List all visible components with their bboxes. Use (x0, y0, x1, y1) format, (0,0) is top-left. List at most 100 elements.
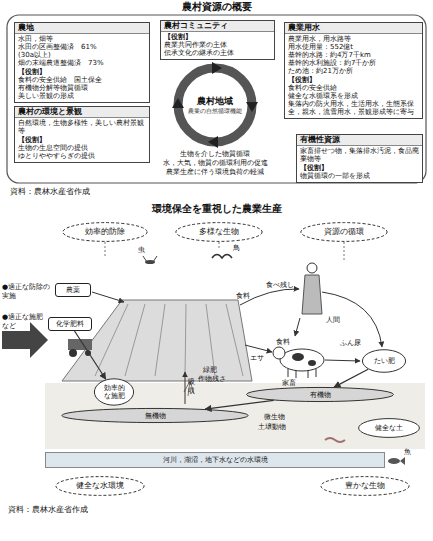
oval-shape (62, 408, 248, 422)
bird (212, 255, 232, 259)
oval-node: 資源の循環 (300, 222, 388, 242)
text-label: 家畜 (282, 379, 306, 388)
node-body: 【役割】 (164, 33, 271, 41)
node-heading: 資源の循環 (324, 228, 364, 236)
oval-node: 有機物 (245, 387, 395, 402)
node-body: 食料の安全供給 (288, 84, 419, 92)
node-body: 家畜排せつ物，集落排水汚泥，食品廃棄物等 (300, 147, 419, 163)
absorb-arrow (185, 372, 186, 404)
node-text: 有機性資源家畜排せつ物，集落排水汚泥，食品廃棄物等【役割】物質循環の一部を形成 (300, 135, 419, 180)
text-label: ●適正な防除の実施 (2, 283, 54, 301)
node-heading: 豊かな生物 (345, 482, 385, 490)
oval-shape (301, 223, 387, 242)
node-body: 水田の区画整備済 61% (18, 43, 146, 51)
tractor-wheel (69, 349, 77, 357)
info-box: 農地水田，畑等水田の区画整備済 61%(30a以上)畑の末端農道整備済 73%【… (14, 22, 150, 103)
info-box: 農村コミュニティ【役割】農業共同作業の主体伝承文化の継承の主体 (160, 20, 275, 60)
oval-node: 効率的な施肥 (94, 378, 134, 406)
node-text: 有機物 (310, 391, 331, 399)
node-body: 自然環境，生物多様性，美しい農村景観等 (18, 119, 146, 135)
node-text: 農村の環境と景観自然環境，生物多様性，美しい農村景観等【役割】生物の生息空間の提… (18, 107, 146, 160)
oval-shape (362, 350, 405, 373)
text-label: 水，大気，物質の循環利用の促進 (140, 159, 290, 168)
input-box: 化学肥料 (48, 317, 92, 331)
insect-wings (143, 256, 157, 262)
text-label: エサ (250, 354, 270, 363)
node-text: 資源の循環 (324, 228, 364, 236)
node-heading: 農業用水 (285, 23, 422, 34)
node-heading: 健全な土 (375, 424, 403, 432)
node-body: 農業の自然循環機能 (186, 107, 244, 114)
node-text: たい肥 (374, 357, 395, 365)
leftover-arrow (322, 292, 382, 347)
node-body: 水田，畑等 (18, 35, 146, 43)
diagram-title: 農村資源の概要 (100, 1, 333, 13)
node-text: 農村コミュニティ【役割】農業共同作業の主体伝承文化の継承の主体 (164, 21, 271, 57)
oval-shape (321, 477, 409, 496)
node-body: 集落内の防火用水，生活用水，生態系保全，親水，流雪用水，景観形成等に寄与 (288, 100, 419, 116)
node-heading: 農村コミュニティ (161, 21, 274, 32)
connector (75, 331, 106, 379)
oval-shape (56, 477, 144, 496)
tractor-body (68, 339, 92, 350)
node-body: 生物の生息空間の提供 (18, 144, 146, 152)
fish (388, 458, 400, 464)
guide-lines (105, 242, 344, 262)
oval-node: 無機物 (60, 408, 250, 423)
person-head (307, 263, 317, 273)
source-caption: 資料：農林水産省作成 (10, 187, 150, 197)
text-label: 緑肥 (203, 366, 223, 375)
node-heading: 有機物 (310, 391, 331, 399)
node-text: 農薬 (66, 286, 80, 294)
node-body: 【役割】 (18, 68, 146, 76)
node-body: 有機物分解等物質循環 (18, 84, 146, 92)
node-heading: 有機性資源 (297, 135, 422, 146)
oval-node: たい肥 (362, 349, 406, 373)
text-label: 土壌動物 (258, 423, 292, 432)
node-text: 効率的な施肥 (103, 384, 125, 400)
node-heading: 農村地域 (186, 96, 244, 107)
node-body: 農業用水，用水路等 (288, 35, 419, 43)
node-body: 美しい景観の形成 (18, 92, 146, 100)
text-label: 資料：農林水産省作成 (8, 505, 148, 515)
node-heading: 化学肥料 (56, 320, 84, 328)
node-text: 効率的防除 (85, 228, 125, 236)
oval-shape (247, 387, 394, 401)
field (62, 300, 252, 381)
node-text: 農村地域農業の自然循環機能 (186, 96, 244, 114)
oval-shape (359, 419, 420, 438)
tractor-wheel (85, 350, 91, 356)
node-heading: 多様な生物 (199, 228, 239, 236)
node-heading: 農村の環境と景観 (15, 107, 149, 118)
node-text: 健全な水環境 (76, 482, 124, 490)
node-text: 豊かな生物 (345, 482, 385, 490)
node-text: 農業用水農業用水，用水路等用水使用量：552億t基幹的水路：約4万7千km基幹的… (288, 23, 419, 116)
node-text: 多様な生物 (199, 228, 239, 236)
info-box: 農業用水農業用水，用水路等用水使用量：552億t基幹的水路：約4万7千km基幹的… (284, 22, 423, 119)
oval-node: 多様な生物 (175, 222, 263, 242)
ring-arrow (212, 62, 222, 74)
input-box: 農薬 (55, 283, 91, 297)
text-label: ふん尿 (340, 339, 368, 348)
text-label: 人間 (326, 316, 350, 325)
text-label: 食料 (276, 338, 292, 347)
text-label: 微生物 (264, 413, 294, 422)
outer-frame (7, 15, 426, 183)
node-text: 河川，湖沼，地下水などの水環境 (163, 456, 268, 464)
oval-node: 効率的防除 (62, 222, 148, 242)
pesticide-arrow (92, 292, 124, 302)
text-label: 吸収 (188, 378, 197, 396)
ring-arrow (172, 98, 184, 108)
manure-arrow (325, 360, 360, 361)
cow-spot (308, 360, 316, 366)
text-label: 農業生産に伴う環境負荷の軽減 (140, 168, 290, 177)
crop-rows (95, 304, 243, 376)
text-label: 魚 (404, 448, 416, 457)
node-body: 畑の末端農道整備済 73% (18, 59, 146, 67)
node-body: 基幹的水路：約4万7千km (288, 51, 419, 59)
connector (334, 369, 368, 387)
ring-arrow (246, 102, 258, 112)
node-body: 【役割】 (300, 164, 419, 172)
text-label: 作物残さ (198, 375, 232, 384)
node-heading: 農薬 (66, 286, 80, 294)
